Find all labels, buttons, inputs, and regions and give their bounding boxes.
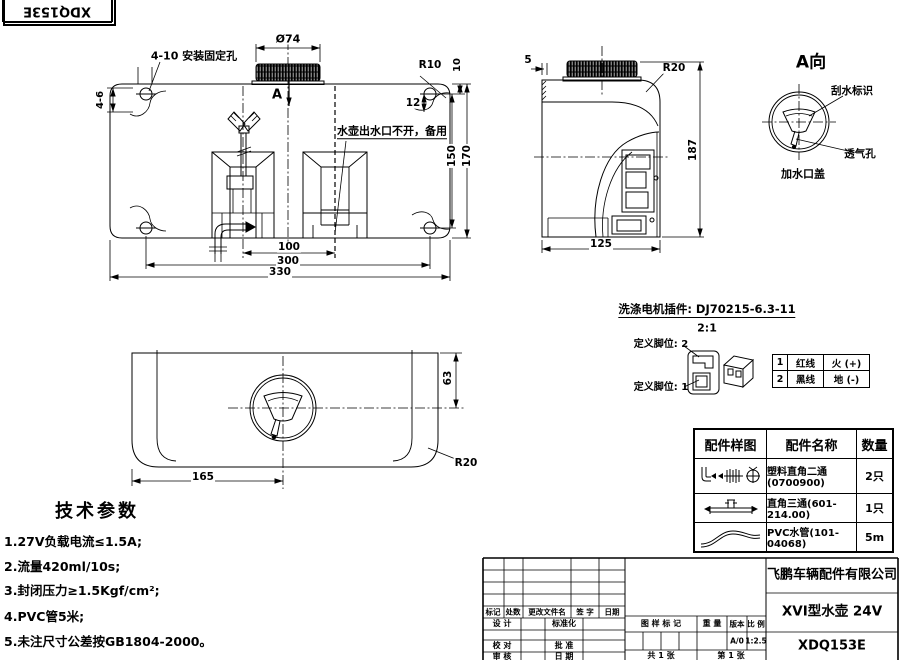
pin-no: 1 [773,355,788,371]
spray-nozzle-assembly [227,111,261,176]
wiper-mark-label: 刮水标识 [831,84,873,97]
role-design: 设 计 [492,619,512,628]
pin-wire: 红线 [788,355,824,371]
side-view-linework [531,46,704,253]
pump-housing-right [302,151,368,239]
dim-63: 63 [441,369,454,387]
table-row-icon-cell [695,459,767,494]
dim-187: 187 [686,138,699,162]
dim-hole-12: 12 [404,96,422,109]
dim-r20-side: R20 [661,61,687,74]
stamp-mark-label: 图 样 标 记 [640,619,682,628]
dim-corner-r10: R10 [417,58,443,71]
tee-fitting-icon [703,499,758,514]
stamp-version-value: A/0 [730,636,744,646]
filler-cap-label: 加水口盖 [781,167,825,181]
role-check: 校 对 [492,641,512,650]
connector-iso [722,355,755,389]
part-qty: 2只 [857,459,892,494]
stamp-scale-label: 比 例 [747,619,765,629]
role-approve: 批 准 [554,641,574,650]
wiper-symbol-bottom [263,392,303,440]
tech-param-item: 1.27V负载电流≤1.5A; [4,534,143,549]
side-view-dimensions [531,61,704,253]
pin-role: 地 (-) [833,375,860,386]
part-name: 塑料直角二通(0700900) [767,459,857,494]
dim-170: 170 [460,144,473,168]
connector-scale: 2:1 [697,321,717,335]
pvc-tube-icon [700,530,760,548]
elbow-fitting-icon [701,466,760,483]
parts-header-name: 配件名称 [767,430,857,459]
connector-title: 洗涤电机插件: DJ70215-6.3-11 [618,302,796,318]
pin2-label: 定义脚位: 2 [633,339,689,350]
role-date: 日 期 [554,652,574,660]
dim-100: 100 [277,240,301,253]
part-name: 直角三通(601-214.00) [767,494,857,523]
connector-linework [683,345,755,395]
role-review: 审 核 [492,652,512,660]
view-a-title: A向 [795,52,827,73]
ref-code-box [3,0,116,26]
dim-330: 330 [268,265,292,278]
dim-edge-10: 10 [452,57,463,73]
part-qty: 5m [864,530,885,544]
dim-300: 300 [276,254,300,267]
rev-header-mark: 标记 [485,607,501,617]
outlet-elbow [209,221,257,262]
pump-housing-left [211,151,275,239]
part-name: PVC水管(101-04068) [767,523,857,551]
pump-pocket [547,131,660,238]
company-name: 飞鹏车辆配件有限公司 [766,567,898,583]
dim-165: 165 [191,470,215,483]
sheet-total: 共 1 张 [647,651,675,660]
sheet-index: 第 1 张 [717,651,745,660]
view-a-leaders [795,95,849,152]
tech-param-item: 5.未注尺寸公差按GB1804-2000。 [4,634,213,649]
ref-code: XDQ153E [23,3,91,19]
bottom-view-linework [131,350,464,489]
view-a-linework [762,84,849,160]
outlet-note: 水壶出水口不开，备用 [337,124,447,139]
product-name: XVI型水壶 24V [781,603,883,620]
tech-params-title: 技术参数 [55,501,139,522]
parts-header-qty: 数量 [857,430,892,459]
table-row-icon-cell [695,523,767,551]
rev-header-date: 日期 [604,607,620,617]
part-qty: 1只 [857,494,892,523]
rev-header-file: 更改文件名 [528,607,566,617]
rev-header-sign: 签 字 [576,607,594,617]
pin-assignment-table: 1 红线 火 (+) 2 黑线 地 (-) [772,354,870,388]
pin1-label: 定义脚位: 1 [633,382,689,393]
mount-holes-note: 4-10 安装固定孔 [150,49,238,63]
drawing-number: XDQ153E [798,638,866,654]
pin-role: 火 (+) [824,355,869,371]
section-label-a: A [271,87,283,103]
connector-front [687,350,720,395]
parts-header-sample: 配件样图 [695,430,767,459]
dim-ear: 4-6 [95,89,106,111]
dim-150: 150 [445,144,458,168]
title-block-lines [482,557,899,660]
rev-header-count: 处数 [505,607,521,617]
table-row-icon-cell [695,494,767,523]
dim-lip-5: 5 [523,53,533,66]
dim-r20-bottom: R20 [453,456,479,469]
role-standard: 标准化 [552,619,576,628]
pin-wire: 黑线 [788,371,824,387]
dim-cap-diameter: Ø74 [274,32,302,46]
stamp-scale-value: 1:2.5 [745,636,767,646]
outlet-note-leader [334,140,347,234]
tech-param-item: 2.流量420ml/10s; [4,559,121,574]
tech-param-item: 3.封闭压力≥1.5Kgf/cm²; [4,583,160,598]
stamp-weight-label: 重 量 [702,619,722,628]
bottom-view-dimensions [131,352,462,486]
stamp-version-label: 版本 [729,619,745,629]
vent-hole-label: 透气孔 [844,147,876,160]
pin-no: 2 [773,371,788,387]
dim-125: 125 [589,237,613,250]
tech-param-item: 4.PVC管5米; [4,609,85,624]
parts-table: 配件样图 配件名称 数量 塑料直角二通(0700900) 2只 直角三通(601… [693,428,894,553]
